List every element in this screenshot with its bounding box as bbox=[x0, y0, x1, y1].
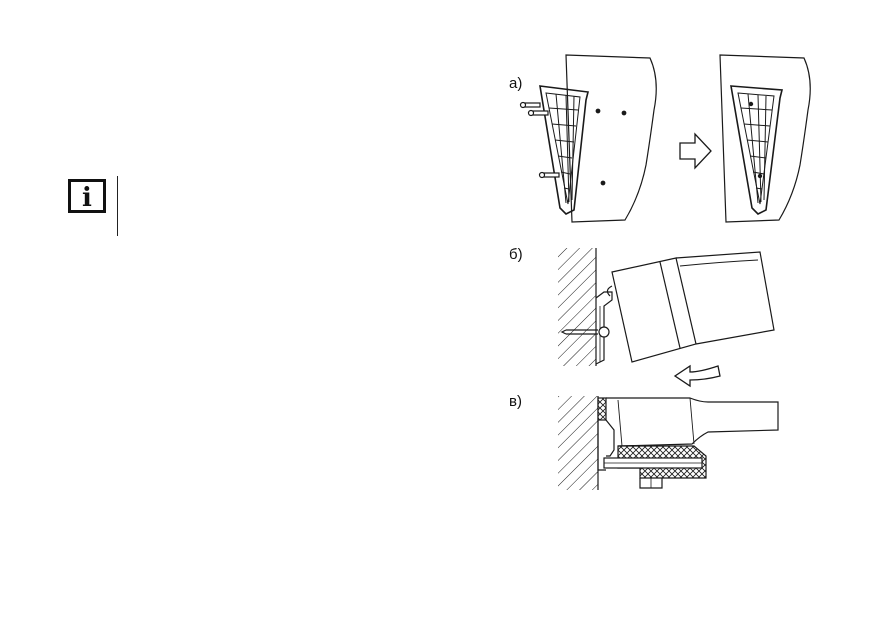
note-divider bbox=[117, 176, 118, 236]
arrow-right-icon bbox=[679, 132, 712, 170]
figure-a-before bbox=[519, 54, 657, 223]
figure-b-label: б) bbox=[509, 246, 523, 263]
screw-icon bbox=[527, 109, 549, 117]
arrow-left-icon bbox=[673, 364, 721, 388]
info-icon: i bbox=[68, 179, 106, 213]
screw-icon bbox=[519, 101, 541, 109]
info-icon-letter: i bbox=[82, 183, 92, 213]
figure-b bbox=[558, 248, 775, 388]
figure-c bbox=[558, 396, 779, 490]
figure-a-label: а) bbox=[509, 75, 523, 92]
screw-icon bbox=[538, 171, 560, 179]
figure-a-after bbox=[719, 54, 811, 223]
figure-c-label: в) bbox=[509, 393, 522, 410]
